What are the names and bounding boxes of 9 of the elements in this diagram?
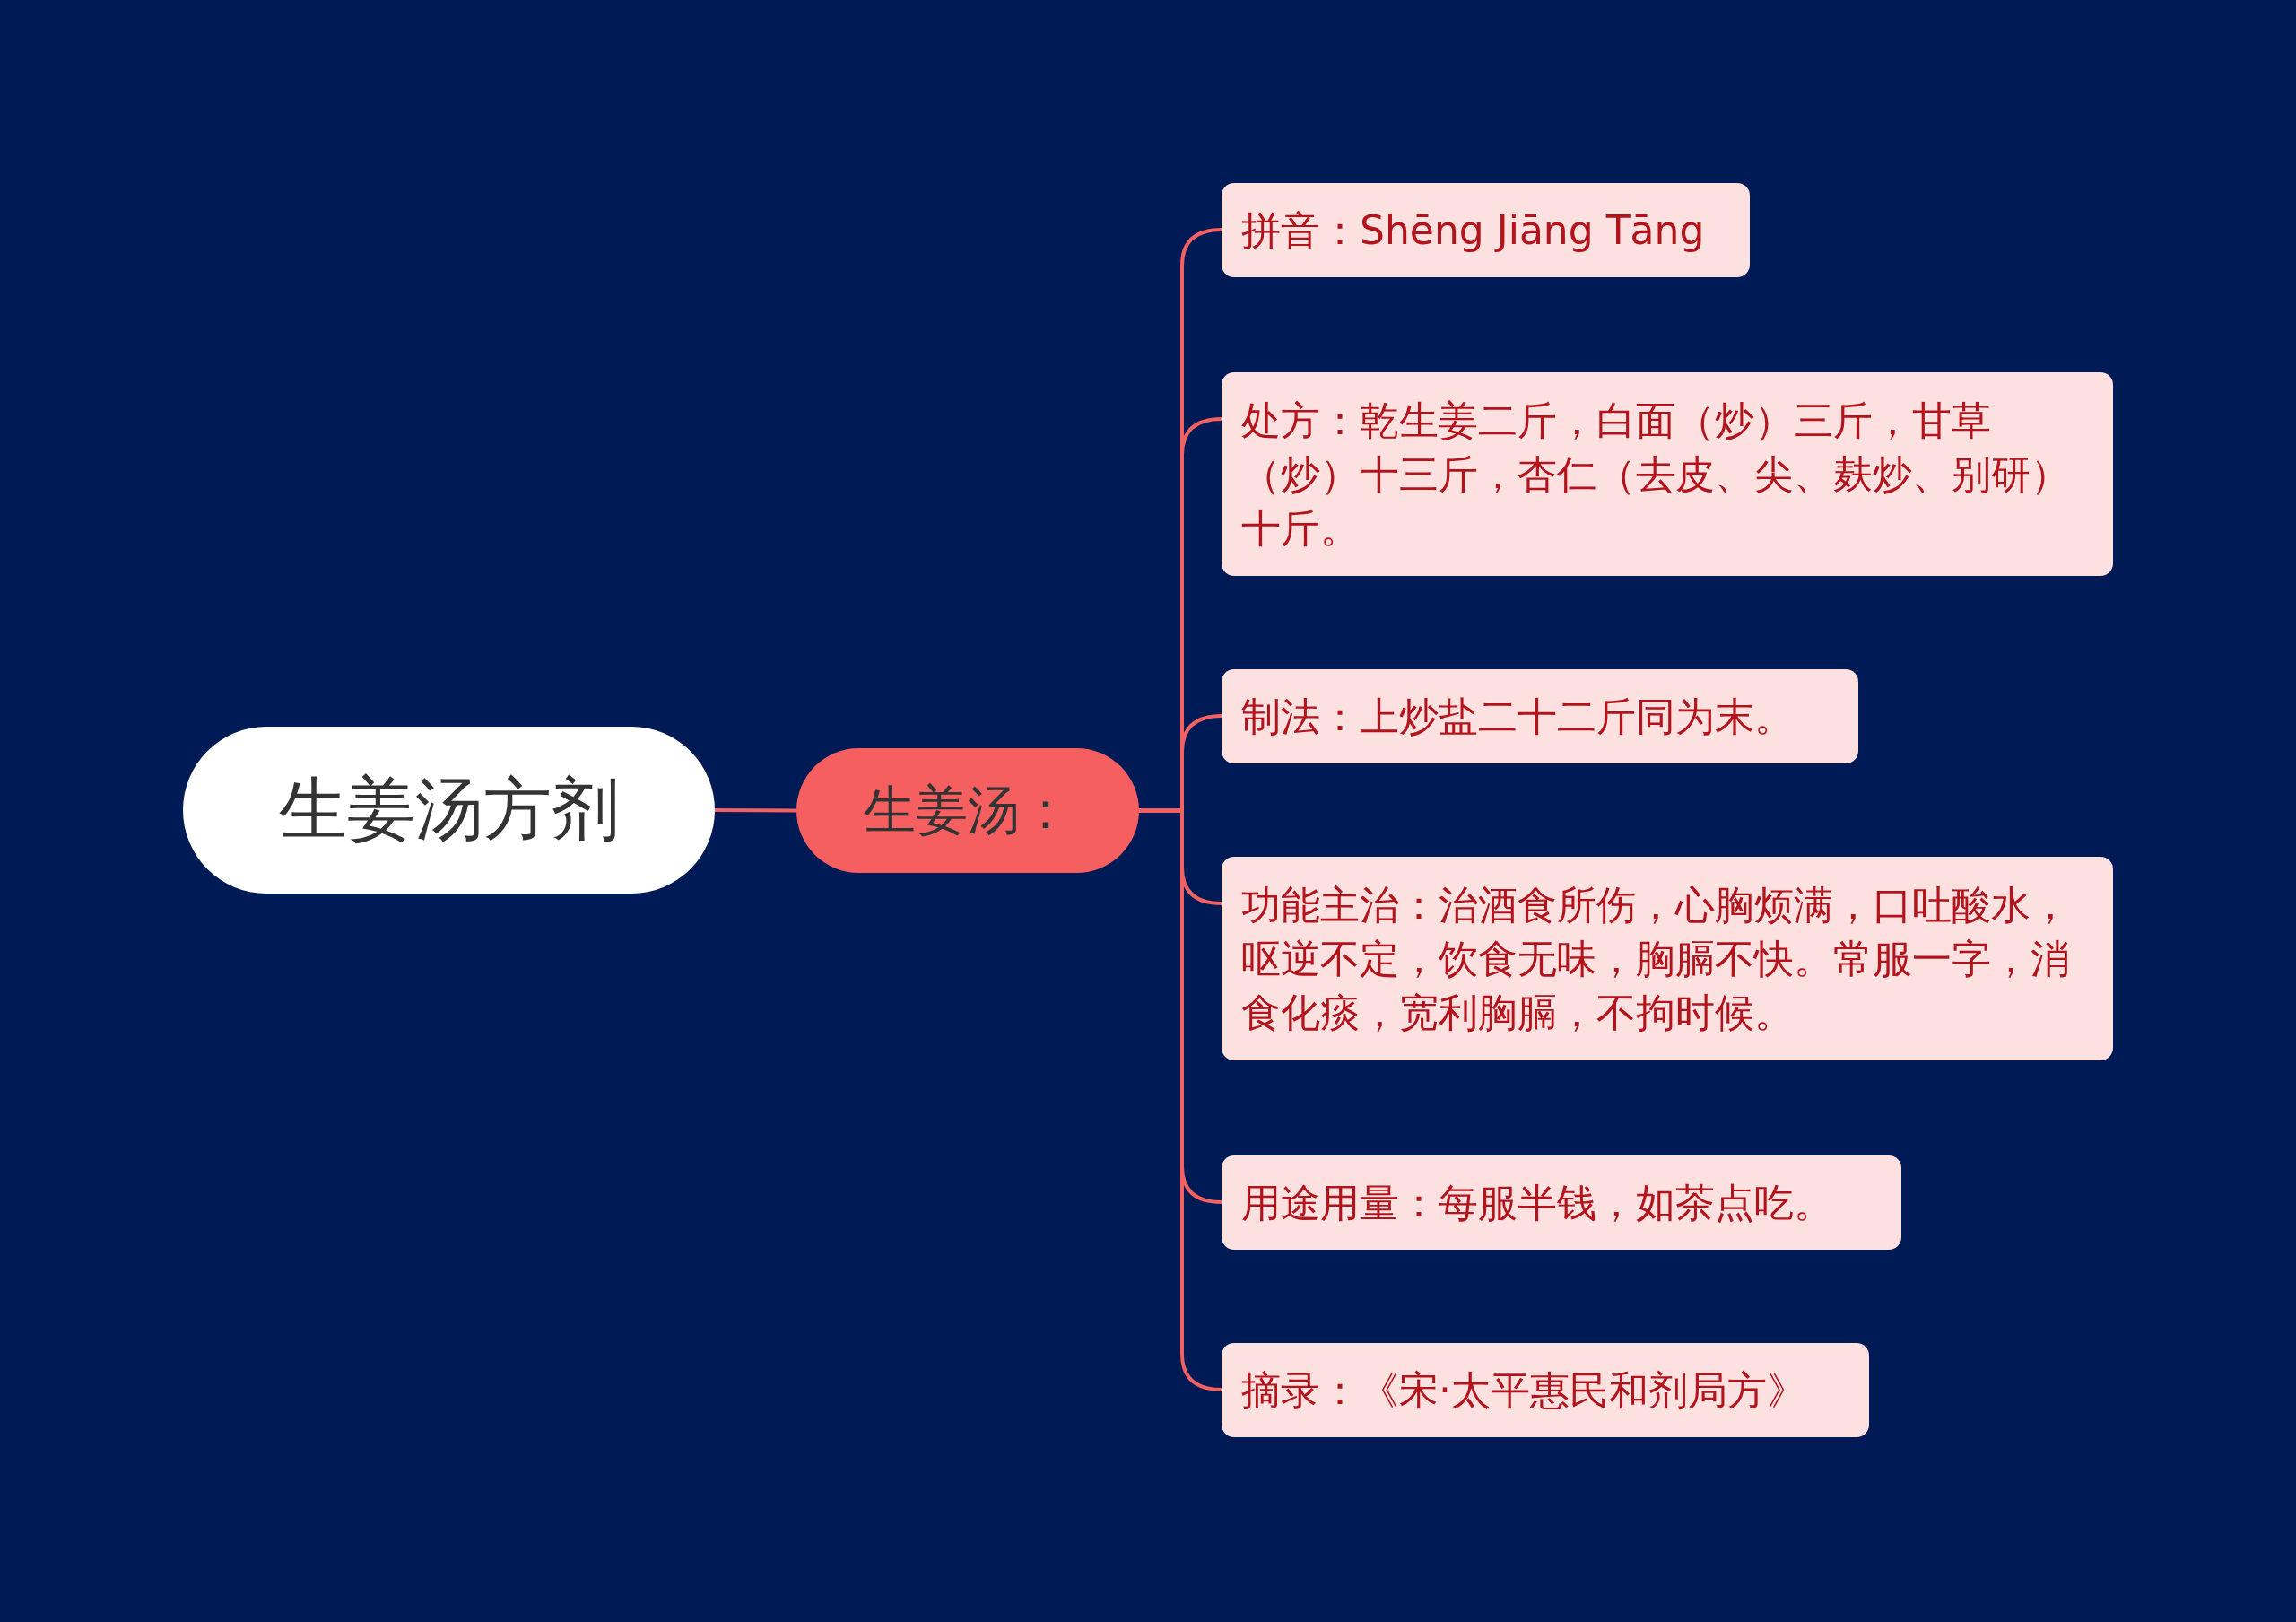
info-box: 用途用量：每服半钱，如茶点吃。	[1222, 1155, 1901, 1250]
info-box: 拼音：Shēng Jiāng Tāng	[1222, 183, 1750, 277]
root-pill: 生姜汤方剂	[183, 727, 715, 894]
info-box: 摘录：《宋·太平惠民和剂局方》	[1222, 1343, 1869, 1437]
topic-pill: 生姜汤：	[796, 748, 1139, 873]
connector-line	[715, 808, 796, 813]
info-box: 功能主治：治酒食所伤，心胸烦满，口吐酸水，呕逆不定，饮食无味，胸膈不快。常服一字，消食化痰，宽利胸膈，不拘时候。	[1222, 857, 2113, 1060]
info-box: 处方：乾生姜二斤，白面（炒）三斤，甘草（炒）十三斤，杏仁（去皮、尖、麸炒、别研）十斤。	[1222, 372, 2113, 576]
info-box: 制法：上炒盐二十二斤同为末。	[1222, 669, 1858, 763]
